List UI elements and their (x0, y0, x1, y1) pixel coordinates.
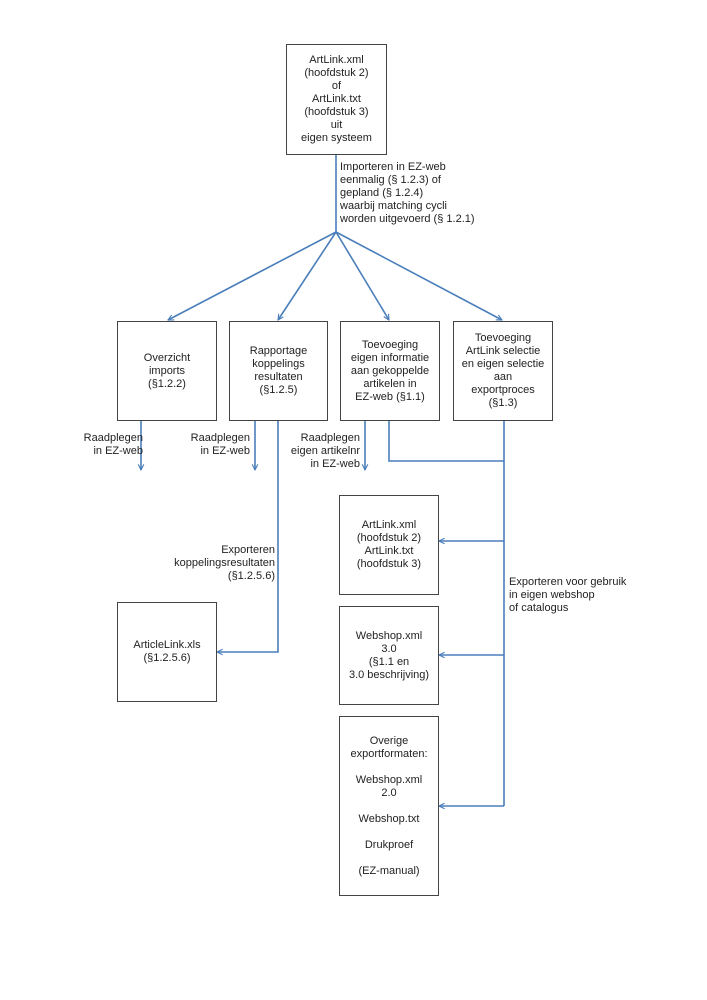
text-line: (§1.2.5.6) (227, 570, 275, 582)
text-line: eigen systeem (301, 132, 372, 144)
text-line: Toevoeging (361, 338, 419, 351)
text-line: resultaten (254, 371, 303, 383)
text-line: ArtLink.xml (309, 54, 364, 66)
text-line: Rapportage (249, 345, 308, 357)
text-line: ArtLink.txt (364, 545, 414, 557)
text-line: eigen artikelnr (290, 445, 360, 457)
text-line: gepland (§ 1.2.4) (340, 187, 424, 199)
text-line: in EZ-web (93, 445, 143, 457)
text-line: Webshop.xml (355, 629, 423, 642)
text-line: Importeren in EZ-web (340, 161, 446, 173)
text-line: in eigen webshop (509, 589, 595, 601)
text-line: Toevoeging (474, 332, 532, 344)
text-line: in EZ-web (200, 445, 250, 457)
text-line: 3.0 (381, 642, 397, 655)
text-line: (hoofdstuk 2) (356, 532, 422, 544)
text-line: of (331, 80, 342, 92)
text-line: EZ-web (§1.1) (355, 390, 425, 403)
text-line: ArticleLink.xls (133, 639, 201, 651)
text-line: eigen informatie (350, 351, 430, 364)
text-line: of catalogus (509, 602, 569, 614)
arrow-toevoeging-artlink (335, 231, 502, 321)
text-line: Drukproef (364, 838, 414, 851)
text-line: koppelingsresultaten (174, 557, 275, 569)
arrow-overzicht (168, 231, 337, 321)
arrow-rapportage (278, 231, 337, 320)
text-line: Raadplegen (83, 432, 143, 444)
text-line: (§1.2.5) (259, 384, 298, 396)
text-line: 3.0 beschrijving) (348, 668, 430, 681)
articlelink-xls-box: ArticleLink.xls(§1.2.5.6) (117, 602, 217, 702)
connector-info-bus (388, 421, 504, 462)
text-line: (§1.3) (488, 397, 518, 409)
text-line: ArtLink.txt (312, 93, 361, 105)
text-line: imports (148, 364, 186, 377)
text-line: worden uitgevoerd (§ 1.2.1) (340, 213, 475, 225)
text-line: Exporteren voor gebruik (509, 576, 627, 588)
text-line: (hoofdstuk 3) (304, 106, 369, 118)
text-line: (§1.1 en (368, 655, 410, 668)
text-line: Raadplegen (190, 432, 250, 444)
text-line: Raadplegen (300, 432, 360, 444)
text-line: Overige (369, 734, 409, 747)
text-line: Webshop.xml (355, 773, 423, 786)
text-line: (hoofdstuk 3) (356, 558, 422, 570)
text-line: ArtLink.xml (361, 519, 417, 531)
text-line: (hoofdstuk 2) (304, 67, 369, 79)
text-line: ArtLink selectie (465, 345, 541, 357)
text-line: 2.0 (381, 786, 397, 799)
arrow-toevoeging-info (335, 231, 390, 320)
text-line: waarbij matching cycli (340, 200, 447, 212)
text-line: uit (330, 119, 343, 131)
text-line: exportproces (471, 384, 535, 396)
text-line: en eigen selectie (461, 358, 545, 370)
text-line: Webshop.txt (358, 812, 420, 825)
text-line: (§1.2.5.6) (143, 652, 191, 664)
text-line: exportformaten: (350, 747, 428, 760)
text-line: (EZ-manual) (358, 864, 420, 877)
text-line: eenmalig (§ 1.2.3) of (340, 174, 441, 186)
connector-rapportage-articlelink (217, 421, 279, 652)
artlink-export-box: ArtLink.xml(hoofdstuk 2)ArtLink.txt(hoof… (339, 495, 439, 595)
text-line: aan (493, 371, 513, 383)
text-line: aan gekoppelde (350, 364, 430, 377)
text-line: koppelings (252, 358, 305, 370)
text-line: Exporteren (221, 544, 275, 556)
text-line: (§1.2.2) (148, 377, 186, 390)
text-line: artikelen in (363, 377, 417, 390)
text-line: in EZ-web (310, 458, 360, 470)
text-line: Overzicht (143, 351, 191, 364)
